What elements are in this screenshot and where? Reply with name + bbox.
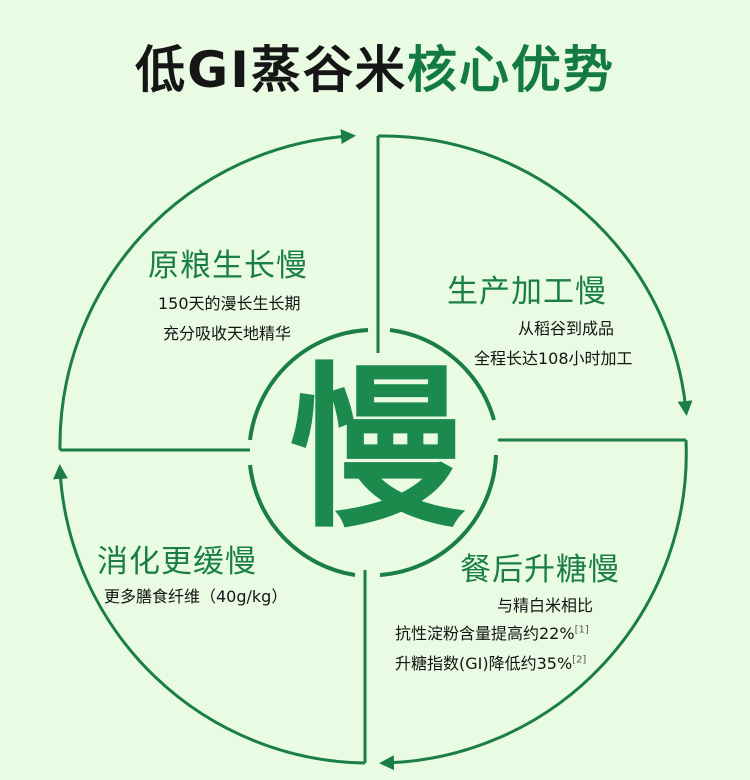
arc-bottom-right [379,439,688,771]
inner-arc-3 [379,454,498,577]
inner-arc-2 [389,328,496,421]
reference-2: [2] [572,654,587,666]
inner-arc-1 [248,328,369,441]
center-slow-glyph: 慢 [288,347,465,552]
quadrant-1-line-2: 充分吸收天地精华 [163,324,292,343]
quadrant-2-heading: 生产加工慢 [447,274,607,310]
quadrant-3-line-1: 与精白米相比 [497,596,594,615]
quadrant-4-heading: 消化更缓慢 [97,544,257,580]
arc-top-left [58,129,356,451]
quadrant-2-line-1: 从稻谷到成品 [518,319,615,338]
quadrant-3-line-2: 抗性淀粉含量提高约22%[1] [395,624,589,643]
quadrant-3-line-3: 升糖指数(GI)降低约35%[2] [395,654,587,673]
arc-top-right [377,134,693,416]
quadrant-1-heading: 原粮生长慢 [148,248,308,284]
quadrant-3-heading: 餐后升糖慢 [460,552,620,588]
quadrant-1-line-1: 150天的漫长生长期 [158,294,301,313]
quadrant-2-line-2: 全程长达108小时加工 [474,349,633,368]
title-part-1: 低GI蒸谷米 [135,41,407,99]
arc-bottom-left [53,464,366,765]
reference-1: [1] [574,624,589,636]
page-title: 低GI蒸谷米核心优势 [0,30,750,102]
title-part-2: 核心优势 [406,41,615,99]
inner-arc-4 [248,464,356,577]
quadrant-4-line-1: 更多膳食纤维（40g/kg） [104,587,288,606]
